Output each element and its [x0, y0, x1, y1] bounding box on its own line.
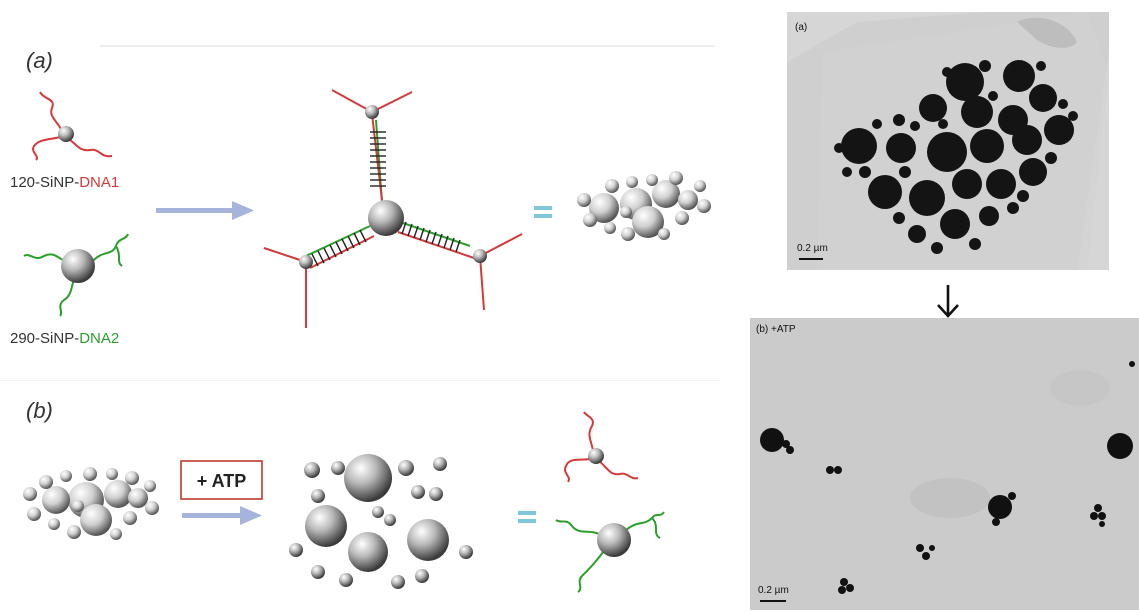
micrograph-label-b: (b) +ATP: [756, 324, 796, 335]
scale-bar-bottom: [760, 600, 786, 602]
arrow-down-icon: [937, 285, 959, 318]
section-divider: [0, 380, 720, 381]
scale-bar-top: [799, 258, 823, 260]
arrow-right-icon: [182, 506, 262, 525]
equals-sign-b: [518, 511, 536, 523]
free-large-sinp-dna2: [555, 511, 665, 593]
small-sinp-dna1: [32, 91, 113, 161]
free-small-sinp-dna1: [564, 411, 639, 483]
scale-label-bottom: 0.2 µm: [758, 585, 789, 596]
atp-box: + ATP: [180, 460, 263, 500]
particle1-label: 120-SiNP-DNA1: [10, 174, 119, 191]
tem-micrograph-aggregated: (a) 0.2 µm: [787, 12, 1109, 270]
tem-micrograph-dispersed: (b) +ATP 0.2 µm: [750, 318, 1139, 610]
panel-label-a: (a): [26, 48, 53, 73]
large-sinp-dna2: [23, 233, 129, 317]
aggregate-cluster-b: [23, 467, 159, 540]
aggregate-cluster-a: [577, 171, 711, 241]
particle2-label: 290-SiNP-DNA2: [10, 330, 119, 347]
arrow-right-icon: [156, 201, 254, 220]
assembly-scheme: (a) (b) 120-SiNP-DNA1 290-SiNP-DNA2: [0, 45, 720, 593]
hybridized-assembly: [263, 89, 523, 328]
micrograph-image-bottom: [750, 318, 1139, 610]
scale-label-top: 0.2 µm: [797, 243, 828, 254]
micrograph-label-a: (a): [795, 22, 808, 33]
panel-label-b: (b): [26, 398, 53, 423]
equals-sign-a: [534, 206, 552, 218]
dispersed-particles: [289, 454, 473, 589]
atp-label: + ATP: [197, 471, 247, 491]
micrograph-image-top: [787, 12, 1109, 270]
